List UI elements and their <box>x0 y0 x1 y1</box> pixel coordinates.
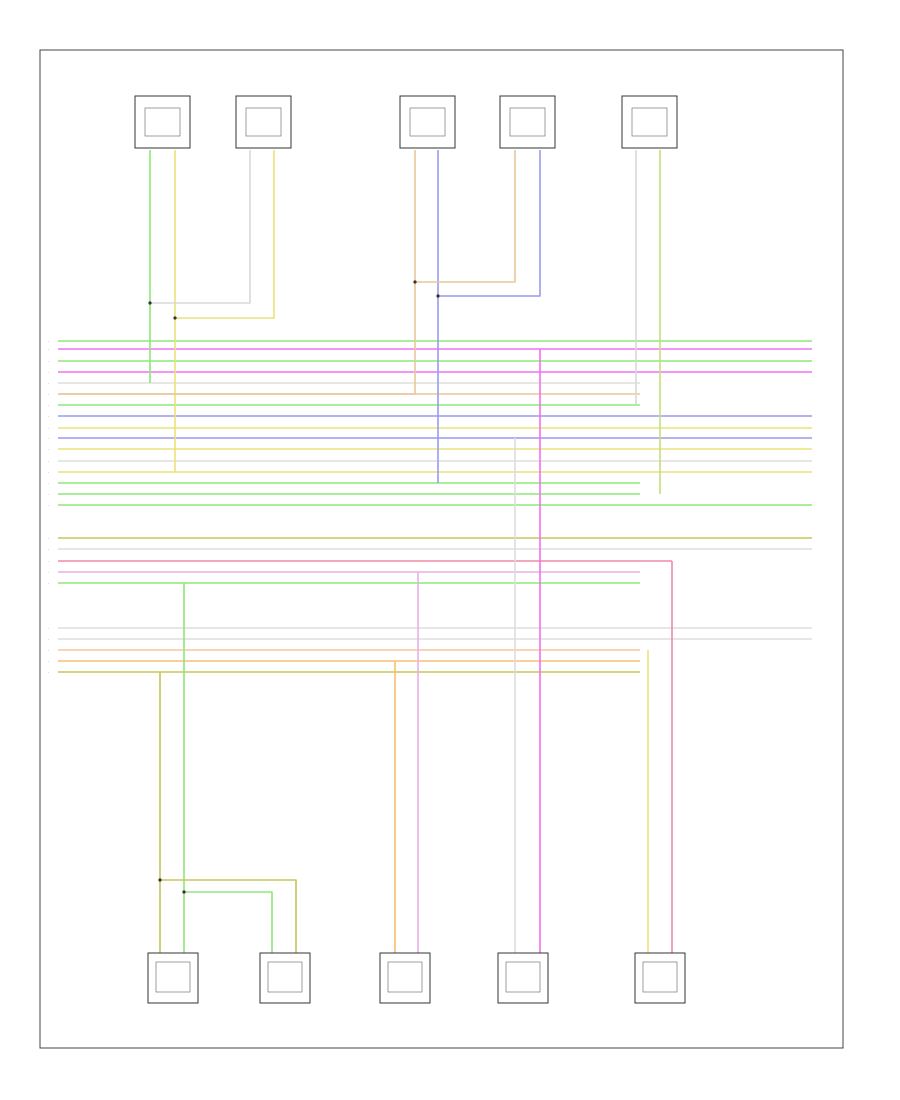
bus-index-mark: · <box>48 460 49 464</box>
splice-dot <box>158 878 162 882</box>
component-body <box>259 952 311 1004</box>
splice-dot <box>173 316 177 320</box>
component-body <box>379 952 431 1004</box>
component-face <box>387 961 423 993</box>
bus-index-mark: · <box>48 671 49 675</box>
bus-index-mark: · <box>48 360 49 364</box>
bus-index-mark: · <box>48 340 49 344</box>
bottom-component <box>259 952 311 1004</box>
component-body <box>497 952 549 1004</box>
bus-index-mark: · <box>48 560 49 564</box>
bus-index-mark: · <box>48 393 49 397</box>
top-connector <box>134 95 191 149</box>
connector-body <box>399 95 456 149</box>
top-connector <box>235 95 292 149</box>
wire-c4-left <box>415 150 516 283</box>
bus-index-mark: · <box>48 382 49 386</box>
wire-b2-left <box>184 891 273 960</box>
component-face <box>267 961 303 993</box>
bus-index-mark: · <box>48 537 49 541</box>
bus-index-mark: · <box>48 548 49 552</box>
bottom-component <box>497 952 549 1004</box>
bottom-component <box>634 952 686 1004</box>
top-connector <box>621 95 678 149</box>
components-group <box>134 95 686 1004</box>
wire-b2-right <box>160 879 297 960</box>
bus-index-mark: · <box>48 638 49 642</box>
bus-index-mark: · <box>48 415 49 419</box>
wire-c2-right <box>175 150 275 319</box>
component-body <box>147 952 199 1004</box>
splice-dot <box>182 890 186 894</box>
connector-face <box>509 107 546 137</box>
wire-c4-right <box>438 150 541 297</box>
top-connector <box>399 95 456 149</box>
connector-face <box>144 107 181 137</box>
connector-face <box>245 107 282 137</box>
bus-index-mark: · <box>48 493 49 497</box>
top-connector <box>499 95 556 149</box>
connector-body <box>134 95 191 149</box>
bus-index-mark: · <box>48 348 49 352</box>
component-body <box>634 952 686 1004</box>
splice-dot <box>413 280 417 284</box>
bus-index-mark: · <box>48 404 49 408</box>
splice-dot <box>436 294 440 298</box>
component-face <box>155 961 191 993</box>
bus-index-mark: · <box>48 471 49 475</box>
wire-c3-left <box>58 150 416 395</box>
bottom-component <box>147 952 199 1004</box>
bus-index-mark: · <box>48 649 49 653</box>
splice-dot <box>148 301 152 305</box>
bus-index-mark: · <box>48 482 49 486</box>
bus-index-mark: · <box>48 582 49 586</box>
bottom-component <box>379 952 431 1004</box>
diagram-border <box>39 49 844 1049</box>
bus-index-mark: · <box>48 437 49 441</box>
component-face <box>505 961 541 993</box>
bus-index-mark: · <box>48 627 49 631</box>
connector-body <box>621 95 678 149</box>
connector-face <box>631 107 668 137</box>
connector-body <box>499 95 556 149</box>
bus-index-mark: · <box>48 448 49 452</box>
bus-index-mark: · <box>48 427 49 431</box>
wires-group: · · · · · · · · · · · · · · · · · · · · · · · · · · <box>48 150 812 960</box>
bus-index-mark: · <box>48 660 49 664</box>
component-face <box>642 961 678 993</box>
bus-index-mark: · <box>48 371 49 375</box>
bus-index-mark: · <box>48 571 49 575</box>
connector-body <box>235 95 292 149</box>
wire-c2-left <box>150 150 251 304</box>
connector-face <box>409 107 446 137</box>
bus-index-mark: · <box>48 504 49 508</box>
